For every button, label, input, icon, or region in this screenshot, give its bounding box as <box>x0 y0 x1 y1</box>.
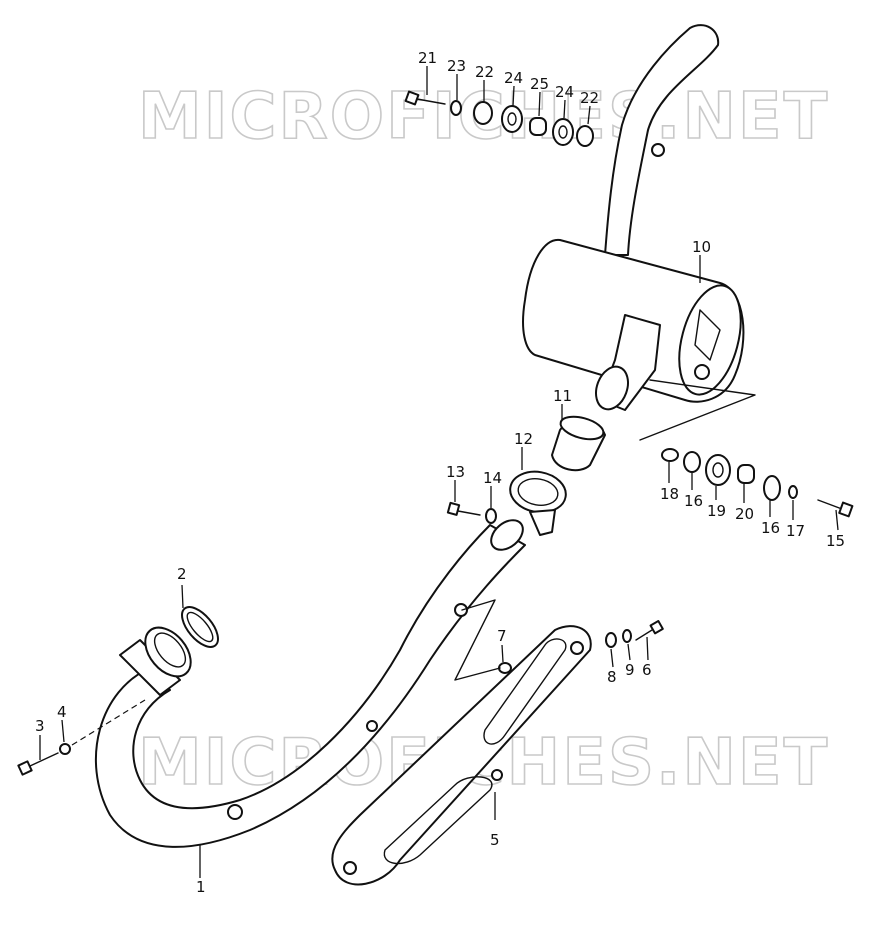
muffler-bracket <box>331 625 592 886</box>
washer-4 <box>59 743 71 755</box>
bolt-21 <box>404 90 446 106</box>
flange <box>119 626 192 696</box>
exhaust-pipe <box>95 519 526 848</box>
callout-5: 5 <box>490 831 500 849</box>
callout-21: 21 <box>418 49 437 67</box>
callout-6: 6 <box>642 661 652 679</box>
bolt-6 <box>635 620 664 641</box>
sleeve <box>551 415 606 472</box>
leader-4 <box>61 719 65 743</box>
callout-4: 4 <box>57 703 67 721</box>
callout-24b: 24 <box>555 83 574 101</box>
leader-2 <box>181 584 184 609</box>
collar-20 <box>737 464 755 484</box>
assembly-line-flange <box>71 699 146 746</box>
callout-16a: 16 <box>684 492 703 510</box>
callout-20: 20 <box>735 505 754 523</box>
washer-9 <box>622 629 632 643</box>
leader-15 <box>835 509 839 531</box>
leader-24a <box>512 85 515 107</box>
callout-3: 3 <box>35 717 45 735</box>
leader-9 <box>627 643 631 661</box>
callout-17: 17 <box>786 522 805 540</box>
washer-14 <box>485 508 497 524</box>
bolt-15 <box>817 499 854 518</box>
washer-16a <box>683 451 701 473</box>
nut-8 <box>605 632 617 648</box>
callout-1: 1 <box>196 878 206 896</box>
washer-16b <box>763 475 781 501</box>
leader-6 <box>646 636 649 661</box>
callout-9: 9 <box>625 661 635 679</box>
gasket <box>181 606 219 648</box>
leader-8 <box>610 648 614 668</box>
bolt-3 <box>17 752 59 776</box>
callout-15: 15 <box>826 532 845 550</box>
leader-24b <box>563 99 566 119</box>
leader-7 <box>501 644 504 663</box>
muffler <box>522 24 756 441</box>
callout-11: 11 <box>553 387 572 405</box>
callout-16b: 16 <box>761 519 780 537</box>
callout-24a: 24 <box>504 69 523 87</box>
callout-13: 13 <box>446 463 465 481</box>
callout-12: 12 <box>514 430 533 448</box>
leader-22b <box>587 105 591 125</box>
washer-18 <box>661 448 679 462</box>
callout-14: 14 <box>483 469 502 487</box>
washer-17 <box>788 485 798 499</box>
callout-2: 2 <box>177 565 187 583</box>
clamp <box>509 470 567 536</box>
washer-23 <box>450 100 462 116</box>
collar-25 <box>529 117 547 136</box>
grommet-24a <box>501 105 523 133</box>
washer-22b <box>576 125 594 147</box>
callout-22a: 22 <box>475 63 494 81</box>
callout-8: 8 <box>607 668 617 686</box>
callout-7: 7 <box>497 627 507 645</box>
washer-22a <box>473 101 493 125</box>
nut-7 <box>498 662 512 674</box>
bolt-13 <box>446 501 481 516</box>
grommet-19 <box>705 454 731 486</box>
callout-25: 25 <box>530 75 549 93</box>
callout-10: 10 <box>692 238 711 256</box>
callout-23: 23 <box>447 57 466 75</box>
callout-22b: 22 <box>580 89 599 107</box>
assembly-line-7 <box>454 599 501 681</box>
callout-18: 18 <box>660 485 679 503</box>
grommet-24b <box>552 118 574 146</box>
leader-25 <box>538 91 541 117</box>
callout-19: 19 <box>707 502 726 520</box>
